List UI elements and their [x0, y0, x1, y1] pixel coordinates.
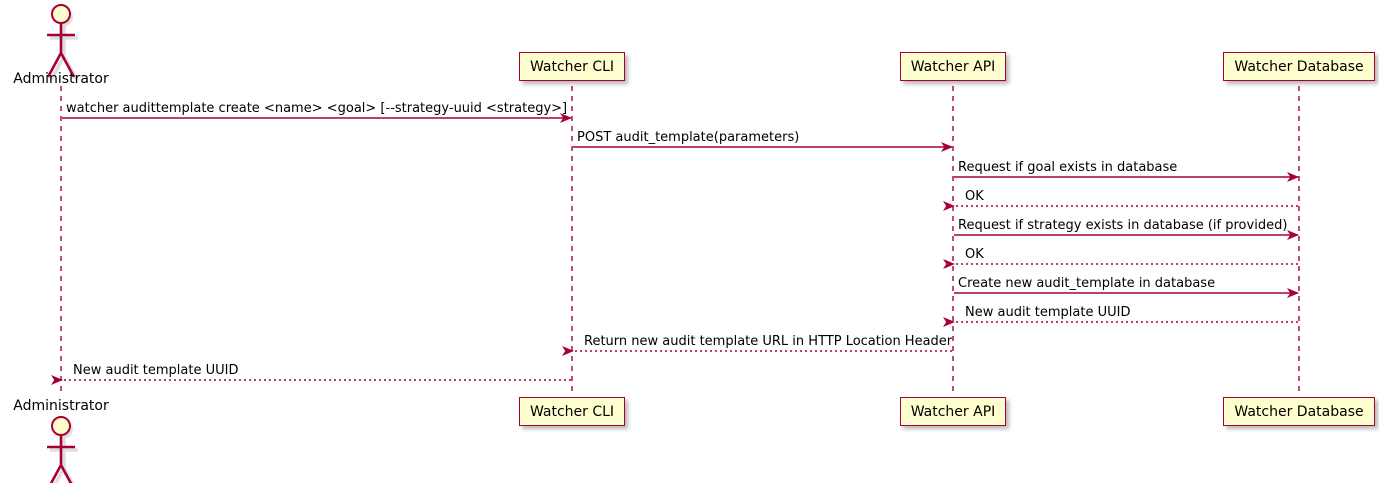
message-label-10: New audit template UUID	[73, 363, 239, 378]
message-arrows-group	[51, 113, 1299, 385]
participant-label-database-bottom: Watcher Database	[1234, 403, 1364, 420]
participant-label-cli-bottom: Watcher CLI	[529, 403, 615, 420]
participant-box-api-bottom[interactable]: Watcher API	[899, 397, 1007, 426]
message-label-6: OK	[965, 247, 984, 262]
participant-box-api-top[interactable]: Watcher API	[899, 52, 1007, 81]
actor-figure-admin-bottom	[47, 416, 78, 483]
participant-box-cli-bottom[interactable]: Watcher CLI	[518, 397, 626, 426]
message-label-5: Request if strategy exists in database (…	[958, 218, 1288, 233]
participant-label-api-top: Watcher API	[910, 58, 996, 75]
message-label-1: watcher audittemplate create <name> <goa…	[66, 101, 568, 116]
actor-figure-admin-top	[46, 4, 79, 81]
participant-label-cli-top: Watcher CLI	[529, 58, 615, 75]
participant-label-api-bottom: Watcher API	[910, 403, 996, 420]
participant-label-admin-bottom: Administrator	[13, 398, 109, 414]
message-label-3: Request if goal exists in database	[958, 160, 1178, 175]
participant-label-database-top: Watcher Database	[1234, 58, 1364, 75]
message-label-4: OK	[965, 189, 984, 204]
actor-figures-group	[46, 4, 79, 483]
message-label-2: POST audit_template(parameters)	[577, 130, 800, 145]
lifelines-group	[60, 86, 1300, 395]
participant-label-admin-top: Administrator	[13, 71, 109, 87]
participant-box-database-top[interactable]: Watcher Database	[1223, 52, 1375, 81]
message-label-8: New audit template UUID	[965, 305, 1131, 320]
message-label-9: Return new audit template URL in HTTP Lo…	[584, 334, 953, 349]
participant-box-cli-top[interactable]: Watcher CLI	[518, 52, 626, 81]
message-label-7: Create new audit_template in database	[958, 276, 1216, 291]
participant-box-database-bottom[interactable]: Watcher Database	[1223, 397, 1375, 426]
